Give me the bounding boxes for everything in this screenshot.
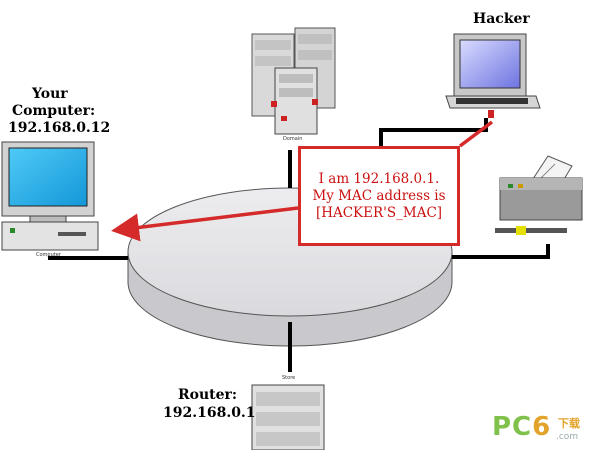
your-computer-ip: 192.168.0.12 (8, 120, 111, 136)
watermark-cn: 下载 (558, 417, 580, 430)
spoof-arrows (111, 120, 494, 242)
spoof-message-line2: My MAC address is (312, 187, 446, 204)
watermark-brand: PC6 (492, 412, 551, 442)
router-ip: 192.168.0.1 (163, 405, 256, 421)
server-cluster-icon (251, 27, 336, 135)
spoof-message-box: I am 192.168.0.1. My MAC address is [HAC… (298, 146, 460, 246)
router-icon (251, 384, 325, 450)
spoof-message-line3: [HACKER'S_MAC] (315, 204, 443, 221)
your-computer-line2: Computer: (12, 103, 96, 119)
spoof-arrow-from-hacker (458, 120, 494, 148)
watermark-domain: .com (556, 432, 579, 442)
domain-server-tag: Domain (283, 136, 303, 142)
your-computer-icon (1, 141, 99, 251)
computer-tag: Computer (36, 252, 61, 258)
your-computer-line1: Your (32, 86, 68, 102)
hacker-laptop-icon (445, 33, 541, 118)
watermark-six: 6 (532, 412, 552, 442)
pc6-watermark-logo: PC6 下载 .com (492, 412, 596, 448)
spoof-arrow-to-victim (111, 206, 299, 242)
spoof-message-line1: I am 192.168.0.1. (318, 170, 440, 187)
router-tag: Store (282, 375, 296, 381)
printer-icon (495, 155, 583, 235)
router-line1: Router: (178, 387, 238, 403)
watermark-pc: PC (492, 412, 533, 442)
hacker-label: Hacker (473, 11, 530, 27)
network-cables (48, 118, 550, 372)
